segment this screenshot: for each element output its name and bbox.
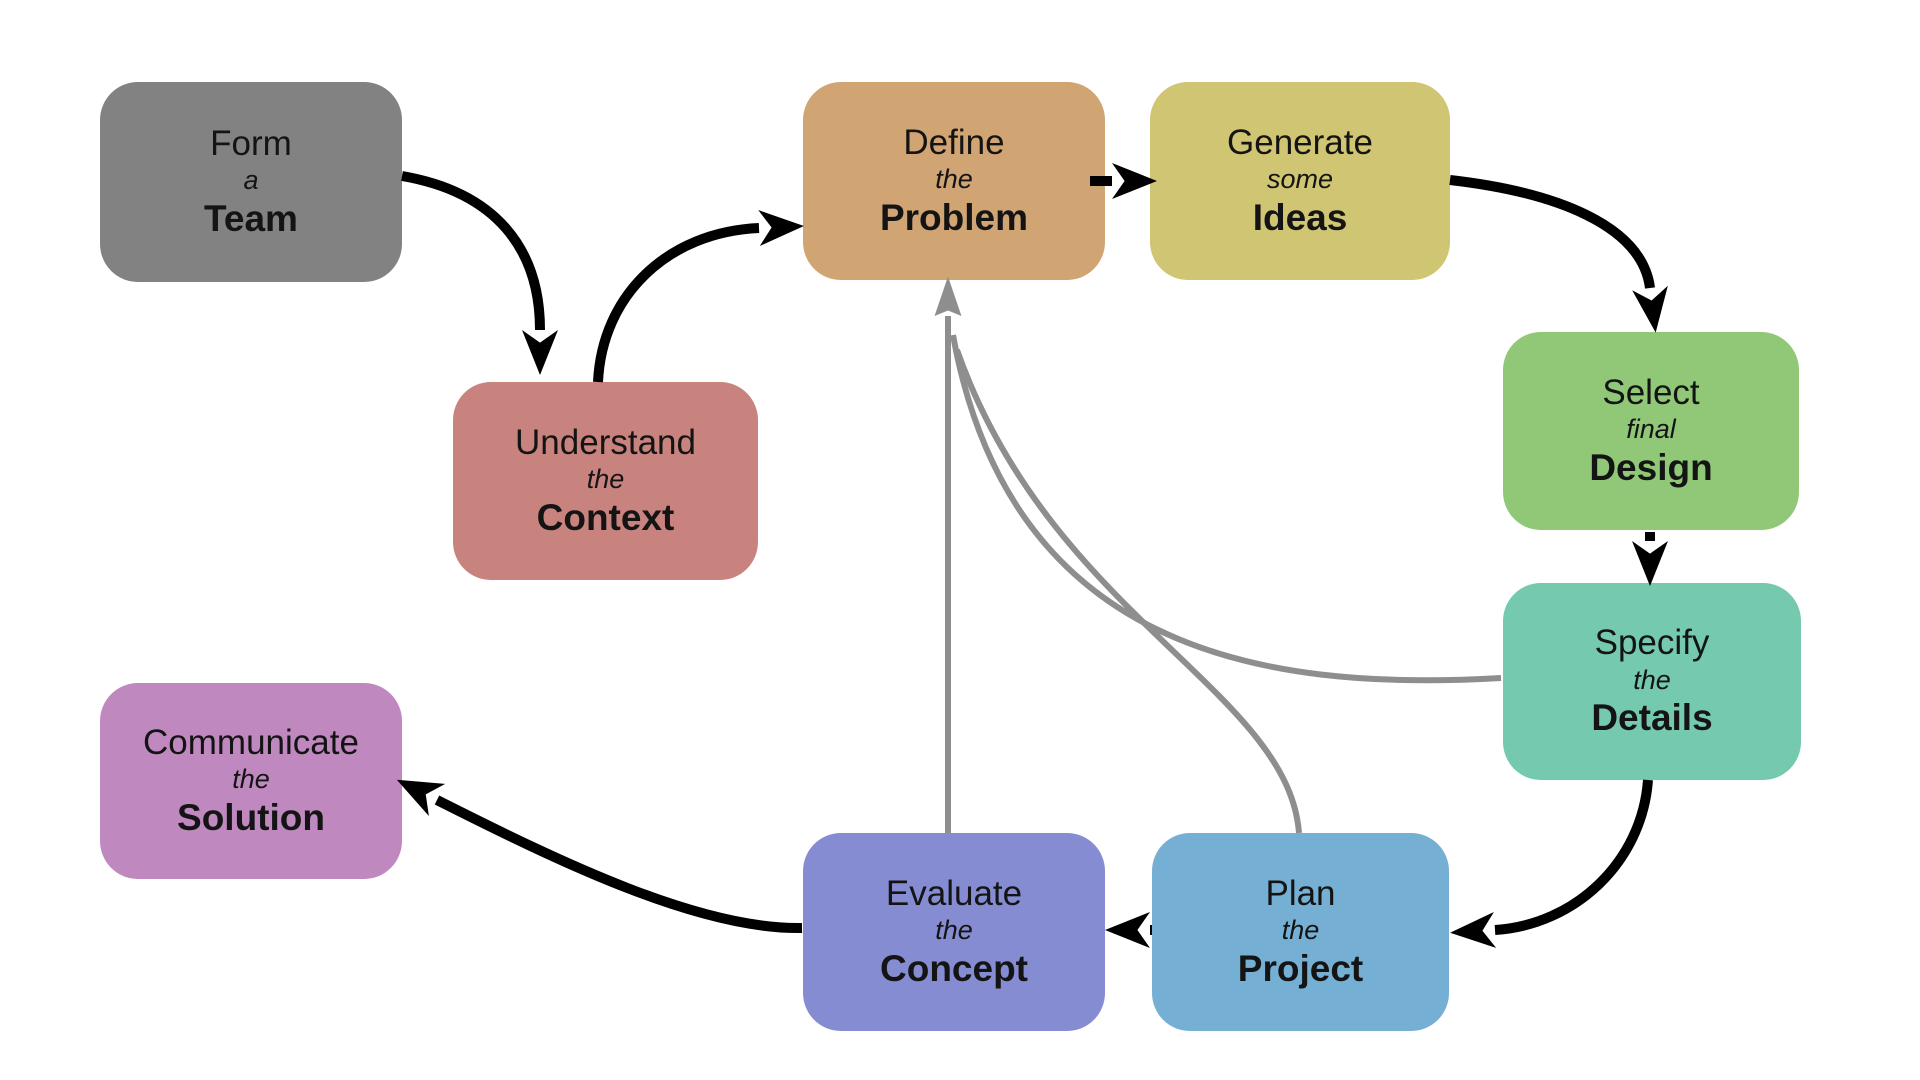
node-select-design-action: Select bbox=[1602, 372, 1700, 412]
node-evaluate-concept-object: Concept bbox=[880, 947, 1028, 989]
arrow-generate-ideas-to-select-design bbox=[1449, 175, 1668, 333]
arrow-plan-project-to-define-problem bbox=[954, 349, 1302, 834]
arrow-specify-details-to-define-problem bbox=[950, 334, 1502, 684]
node-evaluate-concept-connector: the bbox=[935, 915, 973, 946]
node-specify-details: Specify the Details bbox=[1503, 583, 1801, 780]
node-select-design: Select final Design bbox=[1503, 332, 1799, 530]
node-plan-project-connector: the bbox=[1281, 915, 1320, 946]
node-form-team-connector: a bbox=[243, 165, 259, 196]
node-specify-details-connector: the bbox=[1633, 664, 1671, 695]
node-define-problem: Define the Problem bbox=[803, 82, 1105, 280]
node-specify-details-action: Specify bbox=[1594, 623, 1710, 663]
node-generate-ideas-action: Generate bbox=[1227, 122, 1373, 162]
node-plan-project: Plan the Project bbox=[1152, 833, 1449, 1031]
node-understand-context: Understand the Context bbox=[453, 382, 758, 580]
node-communicate-solution: Communicate the Solution bbox=[100, 683, 402, 879]
node-specify-details-object: Details bbox=[1591, 697, 1713, 739]
node-form-team: Form a Team bbox=[100, 82, 402, 282]
arrow-form-team-to-understand-context bbox=[401, 171, 558, 375]
node-understand-context-connector: the bbox=[586, 464, 625, 495]
node-form-team-action: Form bbox=[210, 123, 292, 163]
node-generate-ideas: Generate some Ideas bbox=[1150, 82, 1450, 280]
node-define-problem-action: Define bbox=[903, 122, 1005, 162]
node-form-team-object: Team bbox=[204, 197, 298, 239]
node-generate-ideas-object: Ideas bbox=[1252, 196, 1348, 238]
node-plan-project-object: Project bbox=[1237, 947, 1364, 989]
node-communicate-solution-connector: the bbox=[232, 764, 270, 795]
node-select-design-object: Design bbox=[1589, 446, 1713, 488]
arrow-evaluate-concept-to-communicate-solution bbox=[396, 779, 803, 934]
node-understand-context-action: Understand bbox=[515, 422, 696, 462]
node-evaluate-concept: Evaluate the Concept bbox=[803, 833, 1105, 1031]
arrow-understand-context-to-define-problem bbox=[593, 210, 804, 383]
node-generate-ideas-connector: some bbox=[1266, 164, 1334, 195]
node-understand-context-object: Context bbox=[536, 496, 675, 538]
node-select-design-connector: final bbox=[1626, 414, 1676, 445]
node-communicate-solution-action: Communicate bbox=[143, 722, 359, 762]
node-evaluate-concept-action: Evaluate bbox=[885, 873, 1023, 913]
node-communicate-solution-object: Solution bbox=[177, 796, 325, 838]
node-define-problem-object: Problem bbox=[879, 196, 1029, 238]
arrow-specify-details-to-plan-project bbox=[1450, 779, 1653, 948]
node-define-problem-connector: the bbox=[935, 164, 973, 195]
node-plan-project-action: Plan bbox=[1265, 873, 1336, 913]
